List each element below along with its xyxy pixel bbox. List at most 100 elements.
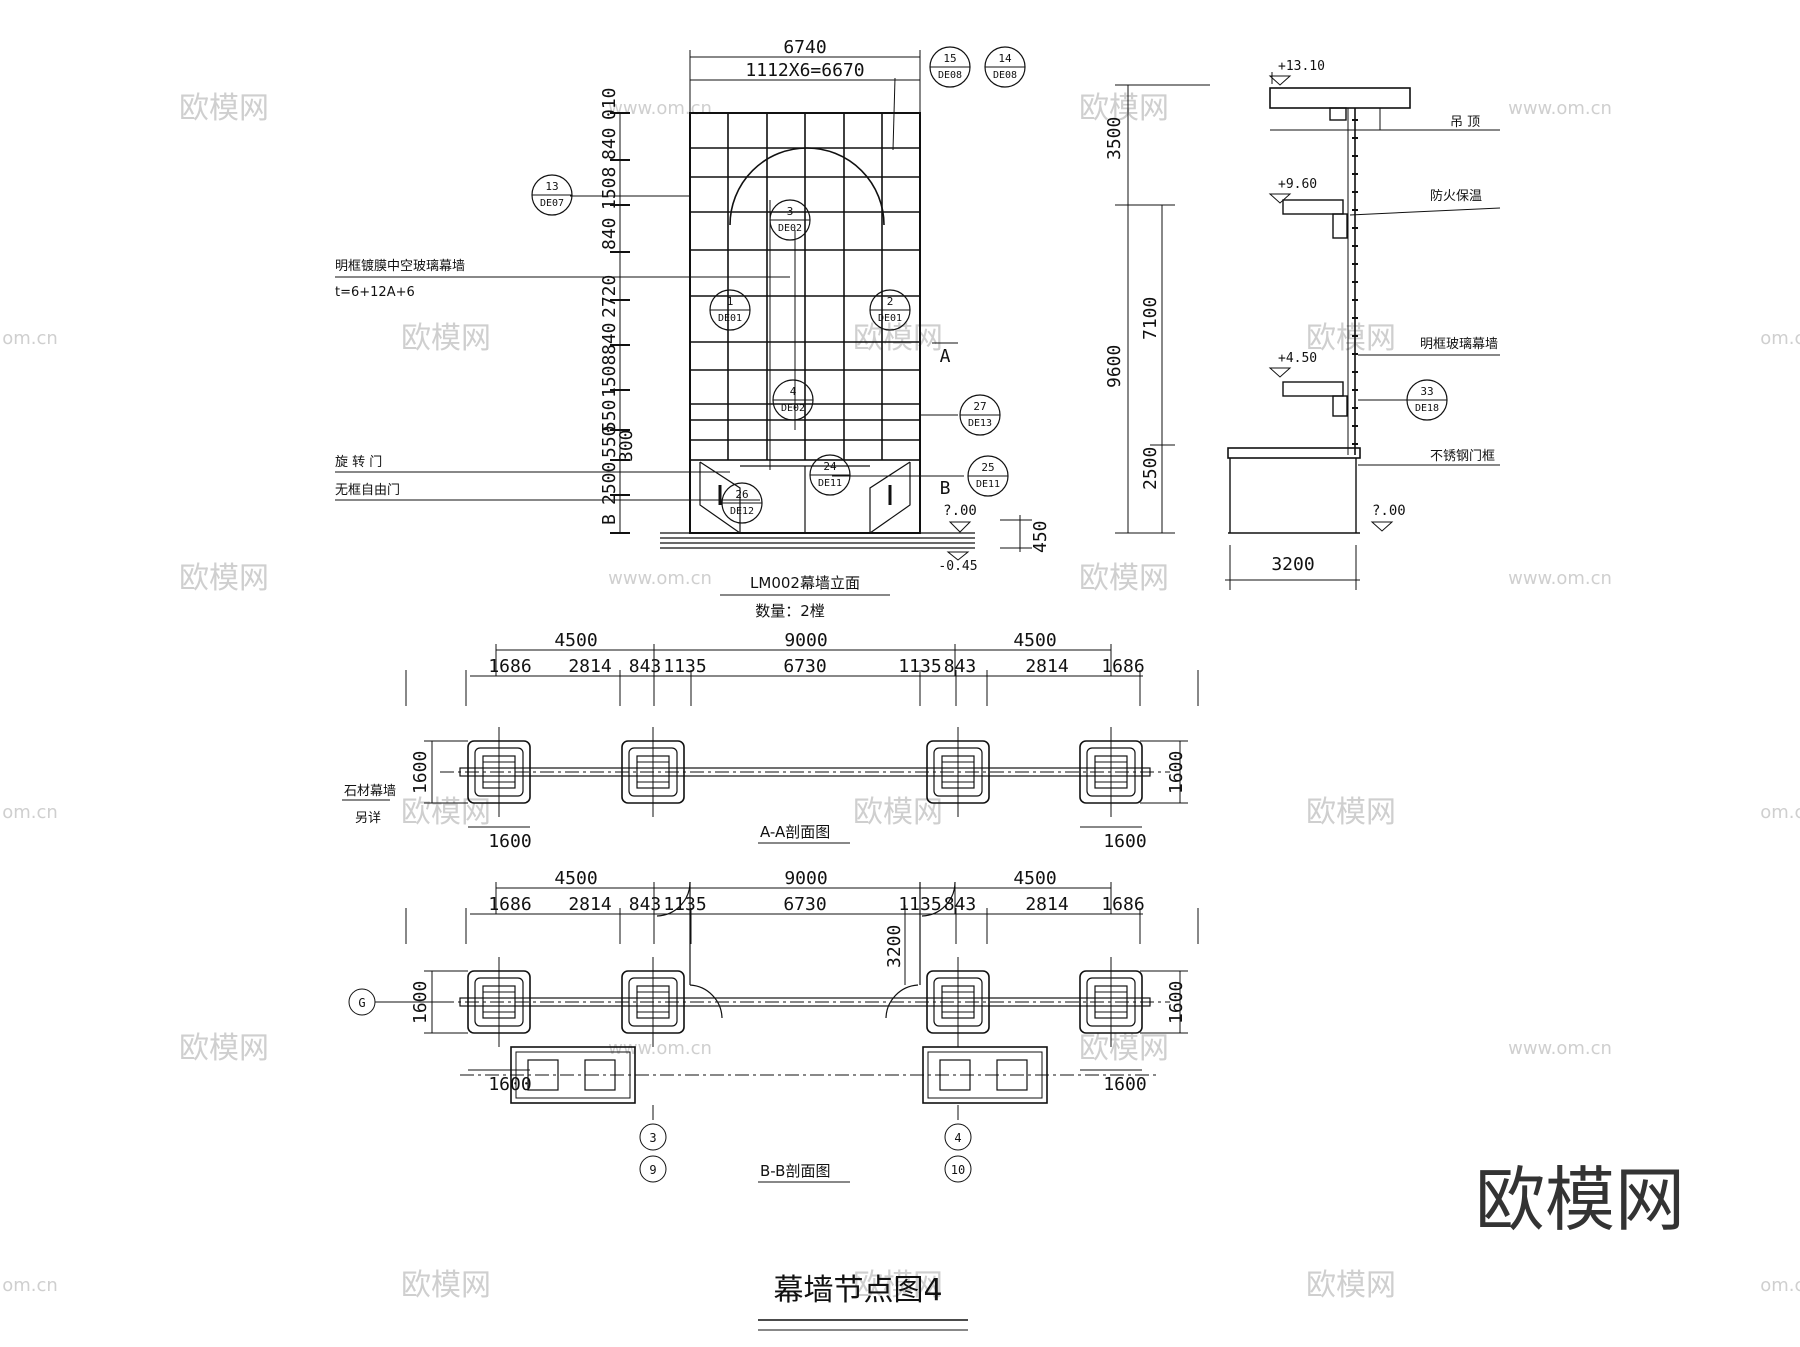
callout-ref: DE02 [781,403,805,414]
watermark-url: om.cn [2,328,58,349]
side-dim-3500: 3500 [1104,117,1125,160]
dim-sub: 2814 [568,894,611,915]
sheet-title: 幕墙节点图4 [773,1273,942,1308]
dim-sub: 1135 [663,894,706,915]
label-fireproof: 防火保温 [1430,188,1482,204]
label-frameless-door: 无框自由门 [335,483,400,498]
section-mark-a: A [940,346,951,367]
watermark-brand: 欧模网 [853,1268,943,1303]
side-mullion-dashes [1352,119,1358,445]
svg-text:DE18: DE18 [1415,403,1439,414]
level-triangle-neg045 [946,551,970,561]
left-dim-value: 550 [599,425,620,458]
left-dim-value: 010 [599,87,620,120]
axis-g-text: G [358,996,365,1010]
label-steel-door-frame: 不锈钢门框 [1430,449,1495,464]
bottom-dim-right: 1600 [1103,1074,1146,1095]
section-aa-title: A-A剖面图 [760,823,830,841]
label-frame-glass-wall: 明框玻璃幕墙 [1420,337,1498,352]
bottom-dim-right: 1600 [1103,831,1146,852]
left-dim-value: 840 [599,217,620,250]
label-see-detail: 另详 [355,811,381,826]
watermark-url: om.cn [2,1275,58,1296]
side-dim-3200: 3200 [1271,554,1314,575]
callout-ref: DE12 [730,506,754,517]
pier [621,957,685,1047]
callout-number: 24 [823,460,837,473]
door-swing [885,984,919,1019]
axis-right-10: 10 [944,1155,972,1183]
left-dim-value: 840 [599,322,620,355]
dim-sub: 6730 [783,894,826,915]
dim-450-lines [1000,515,1032,552]
dim-450: 450 [1030,520,1051,553]
watermark-brand: 欧模网 [1306,321,1396,356]
elevation-leaders [335,77,964,501]
callout-ref: DE01 [878,313,902,324]
dim-sub: 1686 [488,894,531,915]
watermark-url: om.cn [1760,328,1800,349]
side-dim-7100: 7100 [1140,297,1161,340]
watermark-url: www.om.cn [1508,98,1612,119]
callout-ref: DE11 [818,478,842,489]
callout-ref: DE08 [993,70,1017,81]
axis-g: G [348,988,440,1016]
axis-text: 10 [951,1163,965,1177]
axis-circle [639,1155,667,1183]
callout-number: 1 [727,295,734,308]
dim-total-width: 6740 [783,37,826,58]
axis-text: 4 [954,1131,961,1145]
left-dim-value: 1508 [599,167,620,210]
pier [926,727,990,817]
watermark-url: om.cn [1760,1275,1800,1296]
front-elevation: 6740 1112X6=6670 01084015088402720840150… [335,37,1051,620]
callout-ref: DE13 [968,418,992,429]
dim-sub: 1686 [488,656,531,677]
revolving-door-left [699,461,741,534]
side-dim-left: 1600 [410,751,431,794]
callout-number: 27 [973,400,986,413]
dim-sub: 2814 [1025,894,1068,915]
watermark-brand: 欧模网 [179,561,269,596]
top-dimension [689,50,921,113]
section-mark-b: B [940,478,951,499]
label-revolving-door: 旋 转 门 [335,455,382,470]
callout-ref: DE11 [976,479,1000,490]
callout-ref: DE08 [938,70,962,81]
watermark-brand: 欧模网 [1079,1031,1169,1066]
watermark-brand: 欧模网 [179,91,269,126]
axis-right-4: 4 [944,1123,972,1151]
section-bb-plan [440,881,1170,1104]
callout-number: 13 [545,180,558,193]
level-960: +9.60 [1278,177,1317,192]
dim-top-right: 4500 [1013,630,1056,651]
watermark-brand: 欧模网 [853,795,943,830]
level-triangle-450 [1268,367,1292,378]
label-stone-wall: 石材幕墙 [344,784,396,799]
left-dim-value: 840 [599,127,620,160]
dim-sub: 843 [629,894,662,915]
watermark-url: www.om.cn [608,568,712,589]
callout-ref: DE07 [540,198,564,209]
entrance-steps [660,532,975,549]
dim-top-mid: 9000 [784,630,827,651]
section-aa-plan [440,727,1170,817]
label-glass-spec: t=6+12A+6 [335,285,415,300]
level-1310: +13.10 [1278,59,1325,74]
left-dim-value: 1508 [599,355,620,398]
side-dim-9600: 9600 [1104,345,1125,388]
level-triangle-1310 [1268,75,1292,86]
level-neg045: -0.45 [938,559,977,574]
left-dim-value: 2500 [599,462,620,505]
left-dim-value: 2720 [599,275,620,318]
label-glass-wall: 明框镀膜中空玻璃幕墙 [335,258,465,274]
side-dim-right: 1600 [1166,981,1187,1024]
